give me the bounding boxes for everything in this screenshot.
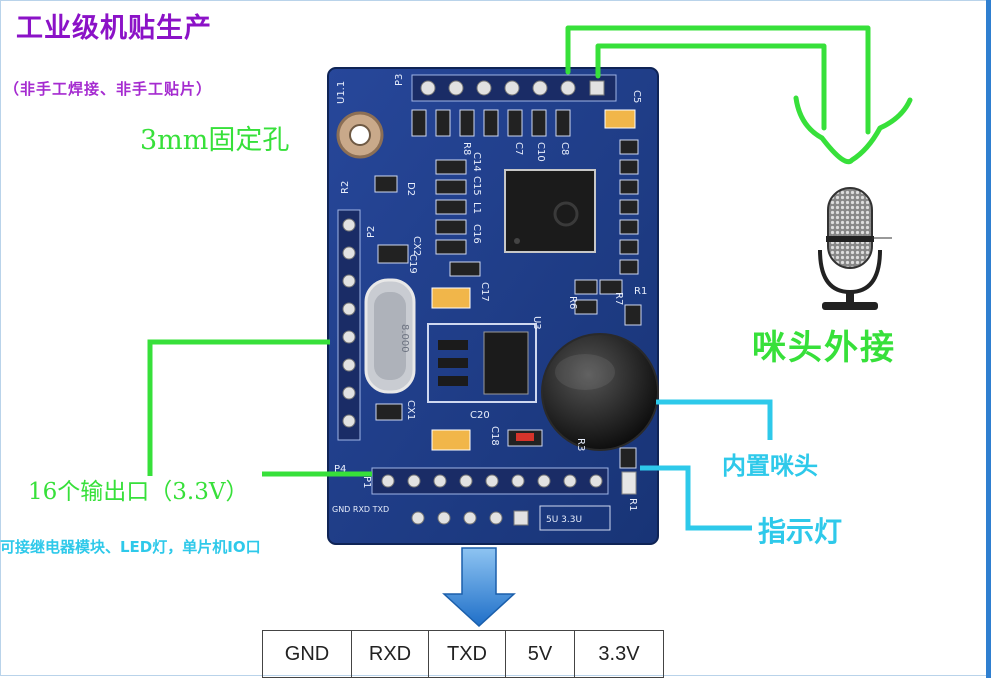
regulator-u3 [427,323,537,403]
microphone-icon [818,187,892,310]
silk-p2: P2 [366,226,377,238]
silk-c15: C15 [471,176,482,196]
silk-l1: L1 [471,202,482,214]
silk-r1b: R1 [627,498,638,511]
mic-led-callout-lines [640,399,773,531]
silk-r2: R2 [340,181,351,194]
silk-serial-left: GND RXD TXD [332,505,389,514]
down-arrow-icon [442,547,516,628]
pin-table-row: GND RXD TXD 5V 3.3V [262,630,664,678]
right-border [986,0,991,678]
silk-d2: D2 [405,182,416,196]
page-title: 工业级机贴生产 [16,13,212,44]
silk-cx1: CX1 [405,400,416,420]
silk-r3: R3 [575,438,586,451]
mic-wire-2 [595,43,827,131]
pcb-board: U1.1 P3 C5 R8 C7 C10 C8 C14 C15 L1 C16 D… [327,67,659,545]
outputs-note: 可接继电器模块、LED灯，单片机IO口 [0,538,261,556]
pin-cell-rxd: RXD [351,630,429,678]
external-mic-label: 咪头外接 [752,328,896,368]
mic-wire-1 [565,25,871,135]
capacitor-c17 [431,287,471,309]
silk-r7: R7 [613,292,624,305]
outputs-leader [147,339,330,476]
top-passives [411,109,571,137]
header-serial [411,505,611,531]
silk-r8: R8 [461,142,472,155]
silk-c5: C5 [631,90,642,103]
indicator-led [516,433,534,441]
capacitor-c18 [431,429,471,451]
output-callout-lines [147,339,372,477]
pin-cell-3v3: 3.3V [574,630,664,678]
silk-p4: P4 [334,464,346,475]
capacitor-c5 [604,109,636,129]
indicator-led-chip [621,471,637,495]
silk-c16: C16 [471,224,482,244]
builtin-mic-label: 内置咪头 [722,452,818,480]
silk-c14: C14 [471,152,482,172]
subtitle: （非手工焊接、非手工贴片） [4,80,213,98]
silk-c10: C10 [535,142,546,162]
pin-cell-txd: TXD [428,630,506,678]
crystal [364,278,416,394]
silk-c19: C19 [407,254,418,274]
pin-cell-5v: 5V [505,630,575,678]
header-p1 [371,467,609,495]
header-p2 [337,209,361,441]
silk-p1: P1 [361,476,372,488]
outputs-label: 16个输出口（3.3V） [28,479,249,505]
silk-r6: R6 [567,296,578,309]
silk-r1: R1 [634,286,647,297]
silk-c7: C7 [513,142,524,155]
silk-c18: C18 [489,426,500,446]
indicator-label: 指示灯 [758,515,843,548]
builtin-mic-leader [656,399,773,440]
silk-serial-right: 5U 3.3U [546,515,582,525]
builtin-microphone [541,333,659,451]
silk-cx2: CX2 [411,236,422,256]
silk-u3: U3 [531,316,542,330]
left-passives [374,159,481,277]
mic-wire-curve [793,95,913,165]
pin-cell-gnd: GND [262,630,352,678]
pin-table: GND RXD TXD 5V 3.3V [262,630,664,678]
silk-p3: P3 [394,74,405,86]
header-p3 [411,74,617,102]
mounting-hole-label: 3mm固定孔 [140,125,290,156]
silk-crystal: 8.000 [399,324,410,353]
silk-c8: C8 [559,142,570,155]
silk-c17: C17 [479,282,490,302]
silk-u1: U1.1 [336,81,347,104]
indicator-leader [640,465,752,531]
main-ic [504,169,596,253]
right-passives [574,139,642,326]
lower-passives [375,403,637,469]
mic-connector-lines [565,25,913,165]
silkscreen: U1.1 P3 C5 R8 C7 C10 C8 C14 C15 L1 C16 D… [332,74,647,525]
silk-c20: C20 [470,410,490,421]
